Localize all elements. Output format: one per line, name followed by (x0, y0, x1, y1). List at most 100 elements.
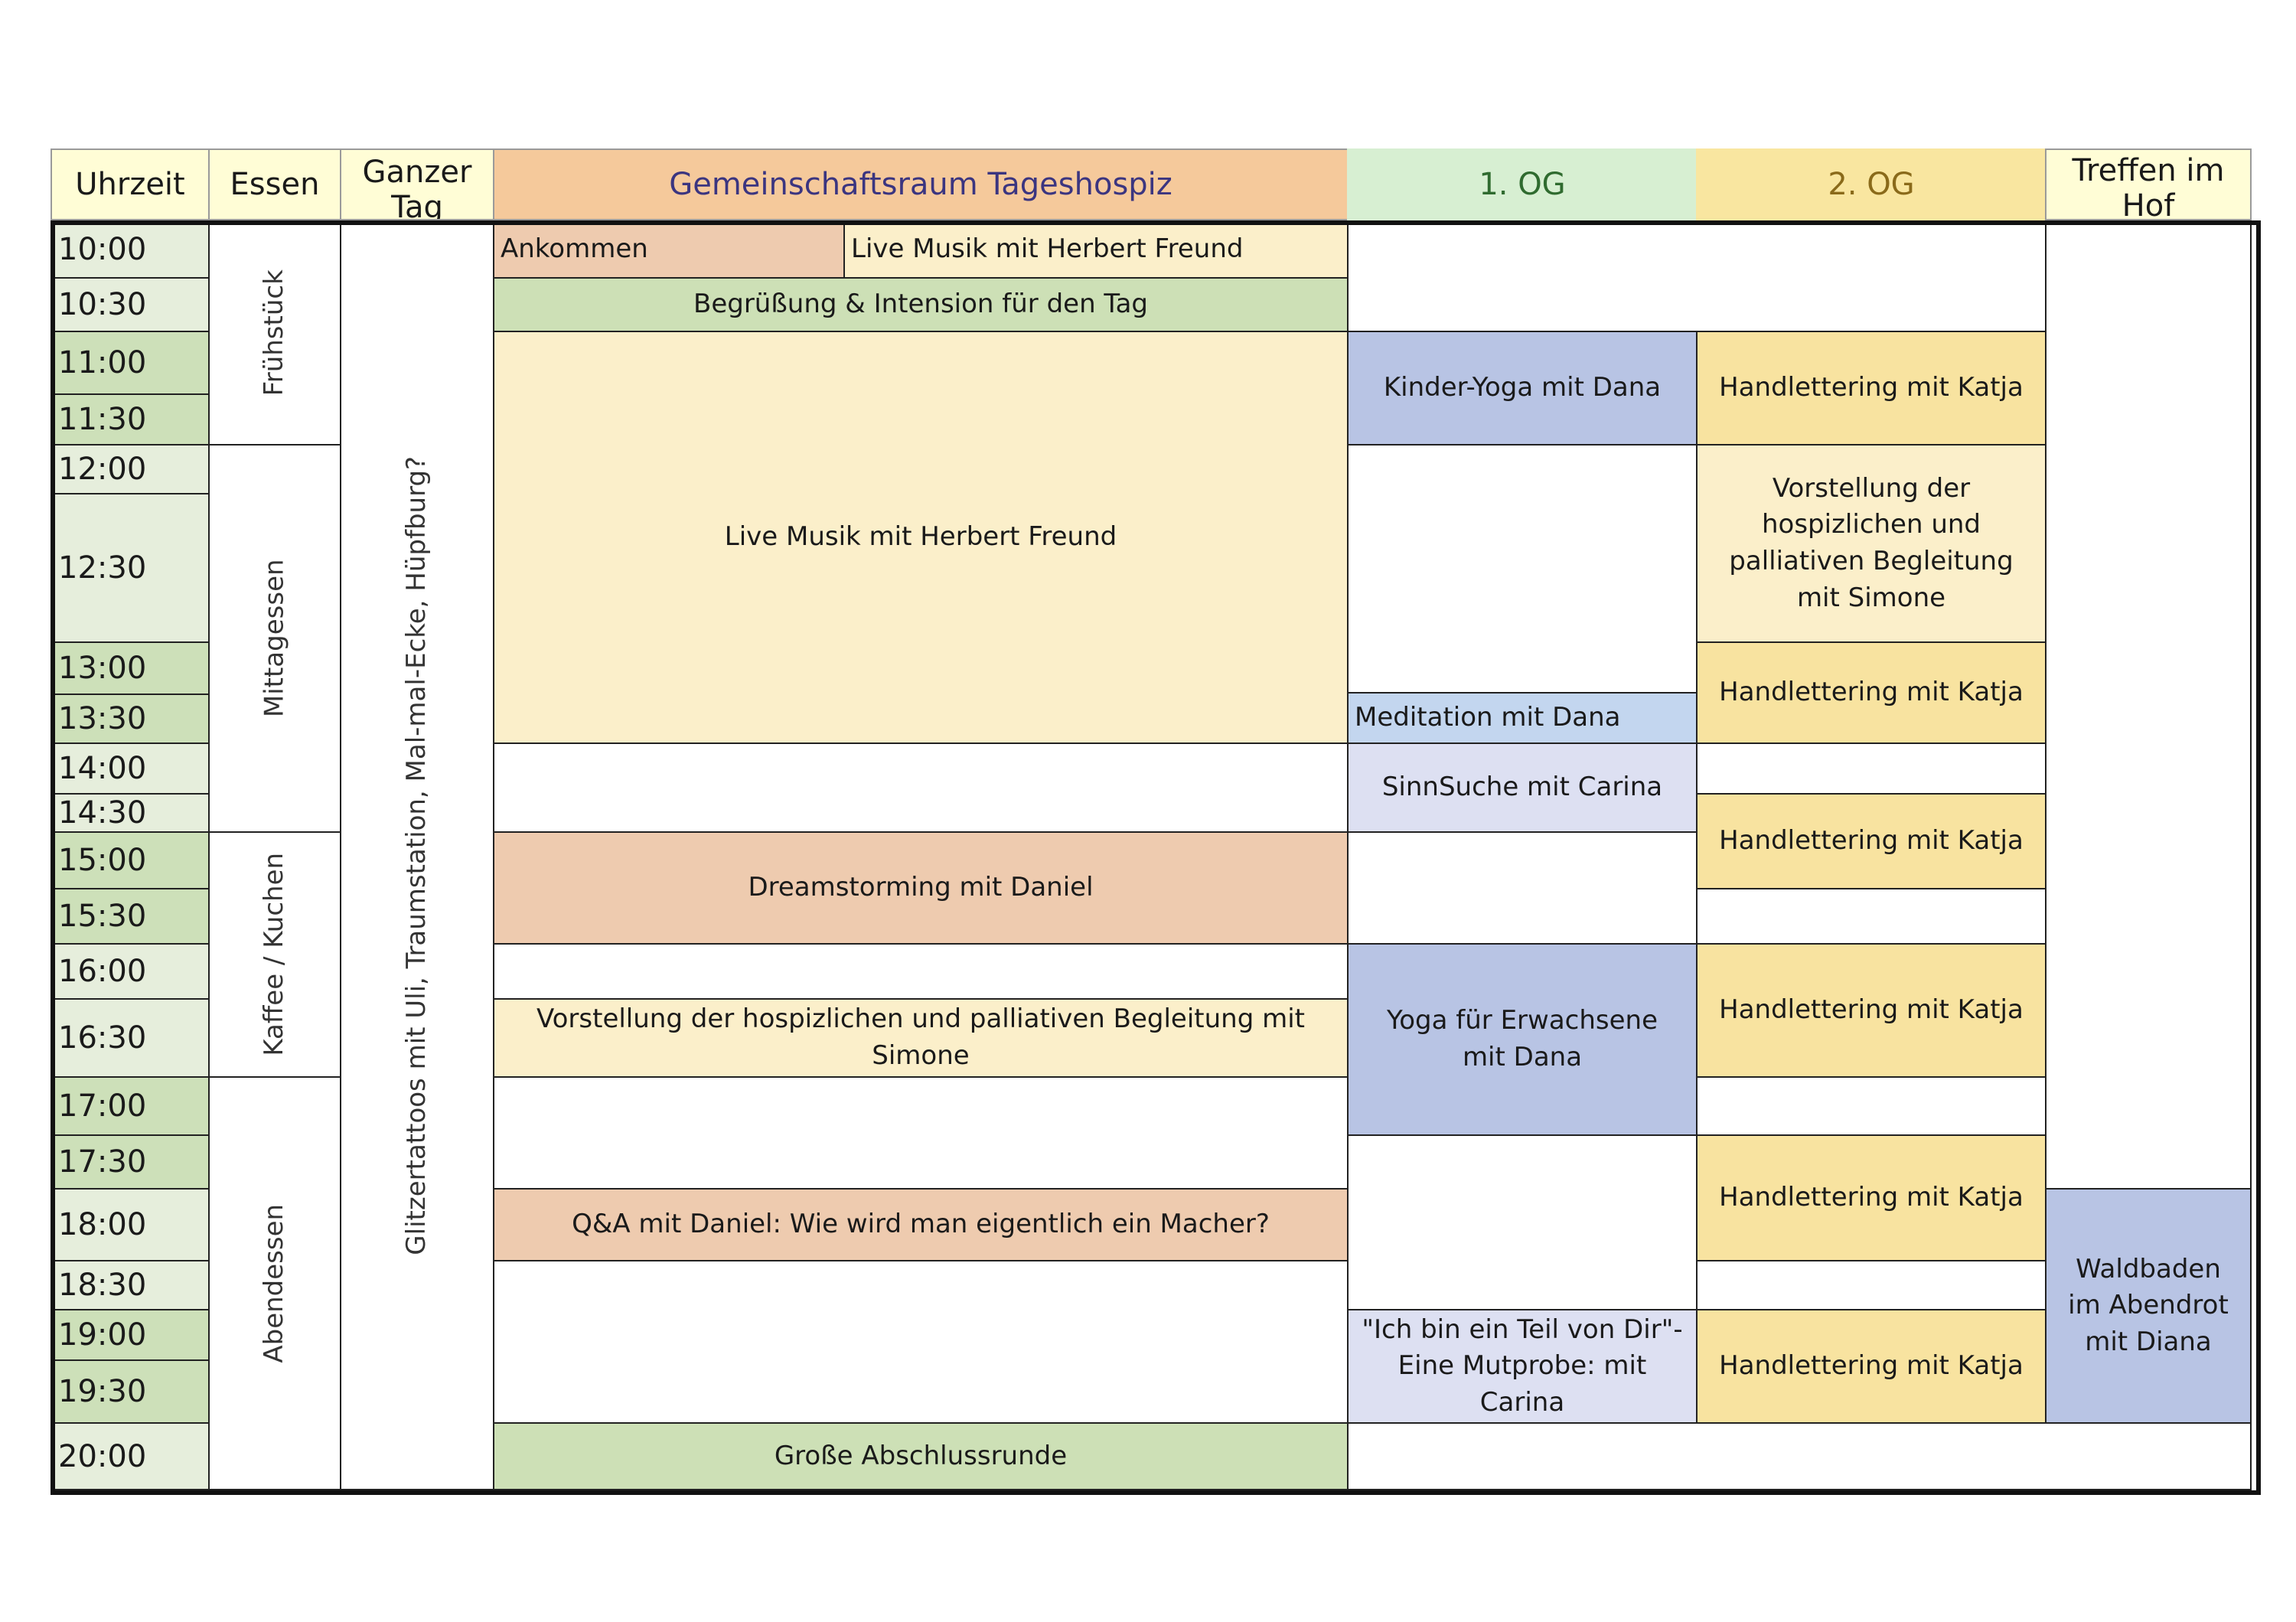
header-hof: Treffen im Hof (2045, 148, 2252, 220)
time-cell: 12:00 (51, 444, 210, 494)
time-label: 12:00 (58, 452, 147, 487)
event-label: Begrüßung & Intension für den Tag (693, 289, 1148, 320)
empty-slot (1696, 1260, 2047, 1310)
ganzer-tag-activities: Glitzertattoos mit Uli, Traumstation, Ma… (340, 220, 494, 1490)
time-label: 13:30 (58, 701, 147, 736)
event-label: SinnSuche mit Carina (1381, 772, 1663, 803)
time-cell: 14:00 (51, 742, 210, 795)
empty-slot (493, 742, 1349, 833)
time-cell: 10:30 (51, 277, 210, 332)
event-yoga-erwachsene: Yoga für Erwachsene mit Dana (1347, 943, 1698, 1136)
event-waldbaden: Waldbaden im Abendrot mit Diana (2045, 1188, 2252, 1424)
time-label: 16:00 (58, 954, 147, 989)
time-cell: 20:00 (51, 1422, 210, 1490)
empty-slot (1696, 1076, 2047, 1136)
event-label: Vorstellung der hospizlichen und palliat… (536, 1004, 1305, 1071)
event-label: Vorstellung der hospizlichen und palliat… (1729, 472, 2014, 613)
time-label: 19:30 (58, 1374, 147, 1409)
time-label: 15:30 (58, 899, 147, 934)
event-qa-daniel: Q&A mit Daniel: Wie wird man eigentlich … (493, 1188, 1349, 1261)
empty-slot (1696, 742, 2047, 795)
event-handlettering: Handlettering mit Katja (1696, 641, 2047, 744)
time-label: 19:00 (58, 1317, 147, 1353)
time-cell: 11:00 (51, 331, 210, 395)
time-cell: 12:30 (51, 493, 210, 643)
event-vorstellung-gemeinschaftsraum: Vorstellung der hospizlichen und palliat… (493, 998, 1349, 1078)
meal-label: Kaffee / Kuchen (259, 853, 290, 1056)
event-label: Yoga für Erwachsene mit Dana (1386, 1005, 1658, 1072)
meal-label: Mittagessen (259, 559, 290, 718)
event-label: Waldbaden im Abendrot mit Diana (2068, 1253, 2229, 1357)
time-label: 16:30 (58, 1020, 147, 1056)
event-label: Dreamstorming mit Daniel (748, 872, 1094, 903)
time-label: 13:00 (58, 651, 147, 686)
time-label: 20:00 (58, 1438, 147, 1474)
event-handlettering: Handlettering mit Katja (1696, 1309, 2047, 1424)
time-label: 12:30 (58, 550, 147, 586)
event-meditation: Meditation mit Dana (1347, 692, 1698, 744)
ganzer-tag-label: Glitzertattoos mit Uli, Traumstation, Ma… (401, 455, 432, 1255)
header-gemeinschaftsraum-label: Gemeinschaftsraum Tageshospiz (669, 167, 1172, 202)
event-label: Handlettering mit Katja (1719, 372, 2024, 403)
event-label: Ankommen (501, 233, 648, 265)
event-mutprobe: "Ich bin ein Teil von Dir"- Eine Mutprob… (1347, 1309, 1698, 1424)
event-label: Kinder-Yoga mit Dana (1383, 372, 1662, 403)
time-cell: 13:30 (51, 694, 210, 744)
time-cell: 17:00 (51, 1076, 210, 1136)
time-cell: 17:30 (51, 1134, 210, 1190)
empty-slot (493, 943, 1349, 1000)
header-hof-label: Treffen im Hof (2072, 153, 2225, 220)
event-label: Handlettering mit Katja (1719, 1350, 2024, 1382)
time-cell: 18:00 (51, 1188, 210, 1261)
meal-abendessen: Abendessen (208, 1076, 341, 1490)
header-og2: 2. OG (1696, 148, 2047, 220)
time-cell: 16:30 (51, 998, 210, 1078)
header-uhrzeit-label: Uhrzeit (75, 167, 185, 202)
time-label: 17:00 (58, 1088, 147, 1124)
time-cell: 15:30 (51, 888, 210, 945)
header-og2-label: 2. OG (1828, 167, 1915, 202)
event-handlettering: Handlettering mit Katja (1696, 943, 2047, 1078)
header-uhrzeit: Uhrzeit (51, 148, 210, 220)
empty-slot (1347, 831, 1698, 945)
time-label: 11:30 (58, 402, 147, 437)
empty-slot (1347, 220, 2047, 332)
header-essen: Essen (208, 148, 341, 220)
time-label: 11:00 (58, 345, 147, 380)
time-label: 10:30 (58, 287, 147, 322)
meal-fruehstueck: Frühstück (208, 220, 341, 445)
time-cell: 16:00 (51, 943, 210, 1000)
time-cell: 19:00 (51, 1309, 210, 1361)
time-label: 10:00 (58, 232, 147, 267)
time-label: 14:00 (58, 751, 147, 786)
event-label: Handlettering mit Katja (1719, 994, 2024, 1026)
event-abschlussrunde: Große Abschlussrunde (493, 1422, 1349, 1490)
time-label: 14:30 (58, 795, 147, 831)
time-cell: 18:30 (51, 1260, 210, 1310)
empty-slot (1696, 888, 2047, 945)
event-label: Große Abschlussrunde (774, 1440, 1068, 1471)
time-cell: 14:30 (51, 793, 210, 833)
header-og1-label: 1. OG (1479, 167, 1566, 202)
event-label: "Ich bin ein Teil von Dir"- Eine Mutprob… (1362, 1314, 1683, 1418)
meal-mittagessen: Mittagessen (208, 444, 341, 833)
empty-slot (1347, 1134, 1698, 1310)
time-label: 15:00 (58, 843, 147, 878)
header-essen-label: Essen (230, 167, 320, 202)
event-begruessung: Begrüßung & Intension für den Tag (493, 277, 1349, 332)
meal-kaffee-kuchen: Kaffee / Kuchen (208, 831, 341, 1078)
empty-slot (493, 1260, 1349, 1424)
time-cell: 10:00 (51, 220, 210, 279)
event-label: Meditation mit Dana (1355, 702, 1621, 733)
event-kinder-yoga: Kinder-Yoga mit Dana (1347, 331, 1698, 445)
empty-slot (493, 1076, 1349, 1190)
time-cell: 13:00 (51, 641, 210, 695)
time-cell: 19:30 (51, 1359, 210, 1424)
event-ankommen: Ankommen (493, 220, 845, 279)
event-dreamstorming: Dreamstorming mit Daniel (493, 831, 1349, 945)
event-label: Handlettering mit Katja (1719, 825, 2024, 857)
time-label: 18:30 (58, 1268, 147, 1303)
empty-slot (1347, 1422, 2252, 1490)
empty-slot (2045, 220, 2252, 1190)
